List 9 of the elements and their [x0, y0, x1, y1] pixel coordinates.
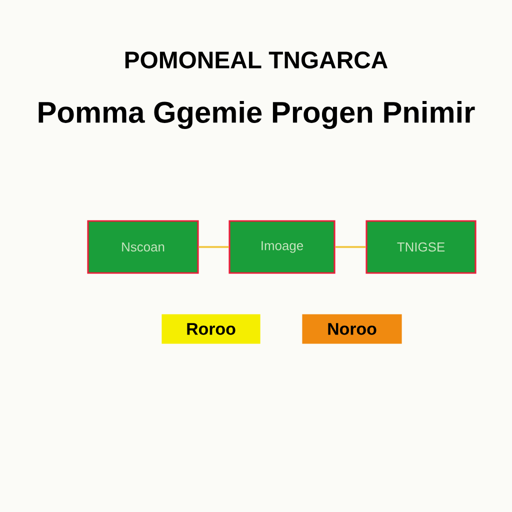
- connector-line: [198, 246, 229, 248]
- title: POMONEAL TNGARCA: [125, 52, 388, 68]
- process-box: Imoage: [228, 220, 336, 274]
- label-box: Roroo: [162, 314, 260, 344]
- connector-line: [335, 246, 366, 248]
- process-box: TNIGSE: [366, 220, 476, 274]
- subtitle: Pomma Ggemie Progen Pnimir: [38, 101, 475, 129]
- process-box: Nscoan: [87, 220, 199, 274]
- label-box: Noroo: [302, 314, 402, 344]
